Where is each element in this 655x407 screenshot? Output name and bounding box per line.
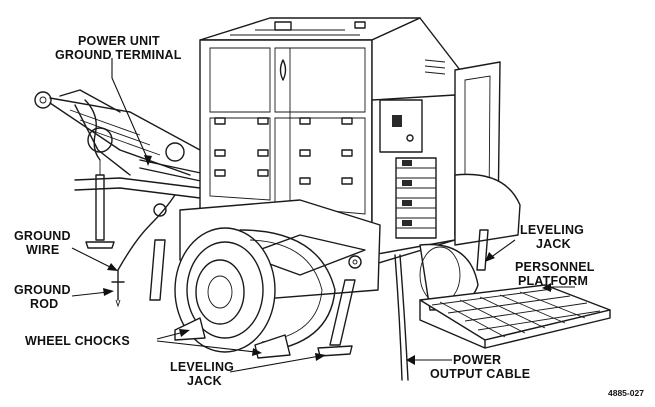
label-ground-wire-line2: WIRE <box>26 243 59 257</box>
label-ground-wire-line1: GROUND <box>14 229 71 243</box>
side-jack-left <box>149 239 166 301</box>
power-output-cable <box>394 254 409 381</box>
label-personnel-platform-line2: PLATFORM <box>518 274 588 288</box>
leveling-jack-front <box>317 279 356 357</box>
leveling-jack-rear <box>476 229 489 271</box>
ground-wire <box>117 194 176 271</box>
label-ground-rod-line1: GROUND <box>14 283 71 297</box>
trailer-illustration <box>34 17 611 381</box>
power-unit-enclosure <box>199 17 421 236</box>
label-leveling-jack-bottom-line1: LEVELING <box>170 360 234 374</box>
control-cabinet <box>371 17 521 266</box>
label-personnel-platform-line1: PERSONNEL <box>515 260 595 274</box>
label-leveling-jack-right-line2: JACK <box>536 237 571 251</box>
callout-labels: POWER UNIT GROUND TERMINAL GROUND WIRE G… <box>14 34 644 398</box>
label-ground-rod-line2: ROD <box>30 297 58 311</box>
label-power-unit-ground-terminal-line2: GROUND TERMINAL <box>55 48 182 62</box>
label-power-output-cable-line1: POWER <box>453 353 501 367</box>
label-leveling-jack-bottom-line2: JACK <box>187 374 222 388</box>
breaker-stack <box>395 157 437 239</box>
figure-id: 4885-027 <box>608 388 644 398</box>
label-power-unit-ground-terminal-line1: POWER UNIT <box>78 34 160 48</box>
leader-lines <box>71 58 575 373</box>
personnel-platform <box>419 284 611 349</box>
label-power-output-cable-line2: OUTPUT CABLE <box>430 367 530 381</box>
label-wheel-chocks: WHEEL CHOCKS <box>25 334 130 348</box>
label-leveling-jack-right-line1: LEVELING <box>520 223 584 237</box>
ground-rod <box>111 269 125 308</box>
trailer-tongue <box>34 89 201 249</box>
